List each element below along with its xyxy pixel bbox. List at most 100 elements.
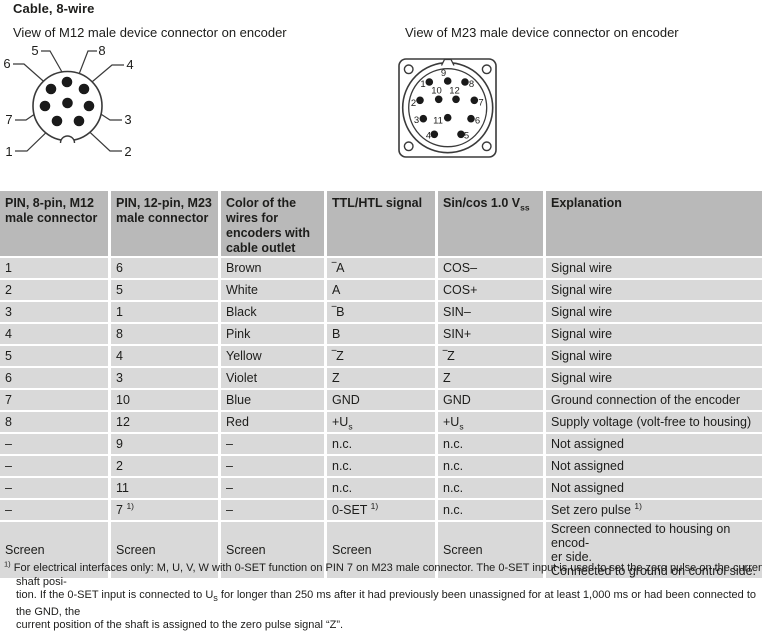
m23-pin-label-8: 8 [469,79,474,90]
table-cell: 0-SET 1) [327,500,438,522]
m12-pin-4 [78,83,90,95]
table-cell: 5 [111,280,221,302]
m12-caption: View of M12 male device connector on enc… [13,25,287,40]
table-cell: ‾Z [438,346,546,368]
table-cell: Signal wire [546,280,762,302]
table-row: –9–n.c.n.c.Not assigned [0,434,762,456]
table-cell: Screen [438,522,546,580]
table-row: –7 1)–0-SET 1)n.c.Set zero pulse 1) [0,500,762,522]
table-cell: Not assigned [546,434,762,456]
m23-pin-11 [443,113,452,122]
table-cell: 1 [0,258,111,280]
m12-pin-label-1: 1 [5,144,12,159]
m23-pin-12 [452,95,460,104]
m23-keying-notch [440,58,455,66]
table-cell: +Us [327,412,438,434]
m23-pin-label-5: 5 [464,131,469,142]
table-cell: 8 [111,324,221,346]
table-cell: COS– [438,258,546,280]
table-cell: Signal wire [546,302,762,324]
table-cell: Black [221,302,327,324]
footnote-text: For electrical interfaces only: M, U, V,… [13,562,762,632]
table-cell: Brown [221,258,327,280]
m23-mounting-hole [403,141,414,152]
m23-pin-label-7: 7 [478,98,483,109]
table-cell: White [221,280,327,302]
column-header: PIN, 8-pin, M12 male connector [0,191,111,258]
table-cell: – [221,500,327,522]
table-cell: 2 [111,456,221,478]
table-cell: n.c. [438,434,546,456]
m23-pin-label-4: 4 [426,131,431,142]
m23-pin-10 [434,95,443,104]
table-cell: SIN+ [438,324,546,346]
column-header: TTL/HTL signal [327,191,438,258]
table-cell: Set zero pulse 1) [546,500,762,522]
m12-pin-label-4: 4 [126,57,133,72]
m23-pin-5 [457,130,465,139]
table-cell: Signal wire [546,368,762,390]
table-row: –11–n.c.n.c.Not assigned [0,478,762,500]
m23-pins [416,77,479,139]
table-cell: Signal wire [546,346,762,368]
table-cell: Red [221,412,327,434]
table-cell: n.c. [438,456,546,478]
m12-pin-5 [61,76,73,88]
table-cell: n.c. [327,456,438,478]
m12-pin-label-3: 3 [124,112,131,127]
table-cell: Screen [111,522,221,580]
table-cell: Blue [221,390,327,412]
table-cell: 6 [0,368,111,390]
table-cell: 6 [111,258,221,280]
table-cell: 8 [0,412,111,434]
table-cell: Screen [0,522,111,580]
table-cell: GND [438,390,546,412]
table-cell: – [0,456,111,478]
table-cell: – [221,456,327,478]
m12-pin-7 [39,100,51,112]
table-cell: Screen [221,522,327,580]
page-title: Cable, 8-wire [13,1,95,16]
table-cell: Pink [221,324,327,346]
m23-mounting-holes [403,64,492,152]
m23-pin-7 [470,96,479,105]
footnote: 1) For electrical interfaces only: M, U,… [4,560,762,633]
table-cell: Signal wire [546,324,762,346]
m12-keying-notch [60,136,75,143]
table-cell: SIN– [438,302,546,324]
table-cell: Z [327,368,438,390]
table-cell: – [221,478,327,500]
table-cell: n.c. [438,500,546,522]
table-cell: Z [438,368,546,390]
m23-caption: View of M23 male device connector on enc… [405,25,679,40]
table-cell: GND [327,390,438,412]
table-cell: ‾A [327,258,438,280]
m23-connector-diagram: 9 1 8 10 12 2 7 3 11 6 4 5 [398,58,497,158]
table-cell: 3 [0,302,111,324]
table-cell: Not assigned [546,478,762,500]
m23-pin-2 [416,96,424,105]
m12-pin-label-7: 7 [5,112,12,127]
m23-pin-label-10: 10 [431,86,442,97]
m23-pin-label-6: 6 [475,116,480,127]
table-cell: 7 1) [111,500,221,522]
table-cell: Ground connection of the encoder [546,390,762,412]
table-cell: 4 [111,346,221,368]
m12-pin-3 [83,100,95,112]
column-header: Explanation [546,191,762,258]
m12-pin-label-6: 6 [3,56,10,71]
m12-pins [39,76,95,127]
m23-mounting-hole [403,64,414,75]
m23-pin-4 [430,130,439,139]
table-cell: COS+ [438,280,546,302]
m23-mounting-hole [481,141,492,152]
m23-pin-6 [467,114,475,123]
m23-pin-8 [461,78,469,86]
